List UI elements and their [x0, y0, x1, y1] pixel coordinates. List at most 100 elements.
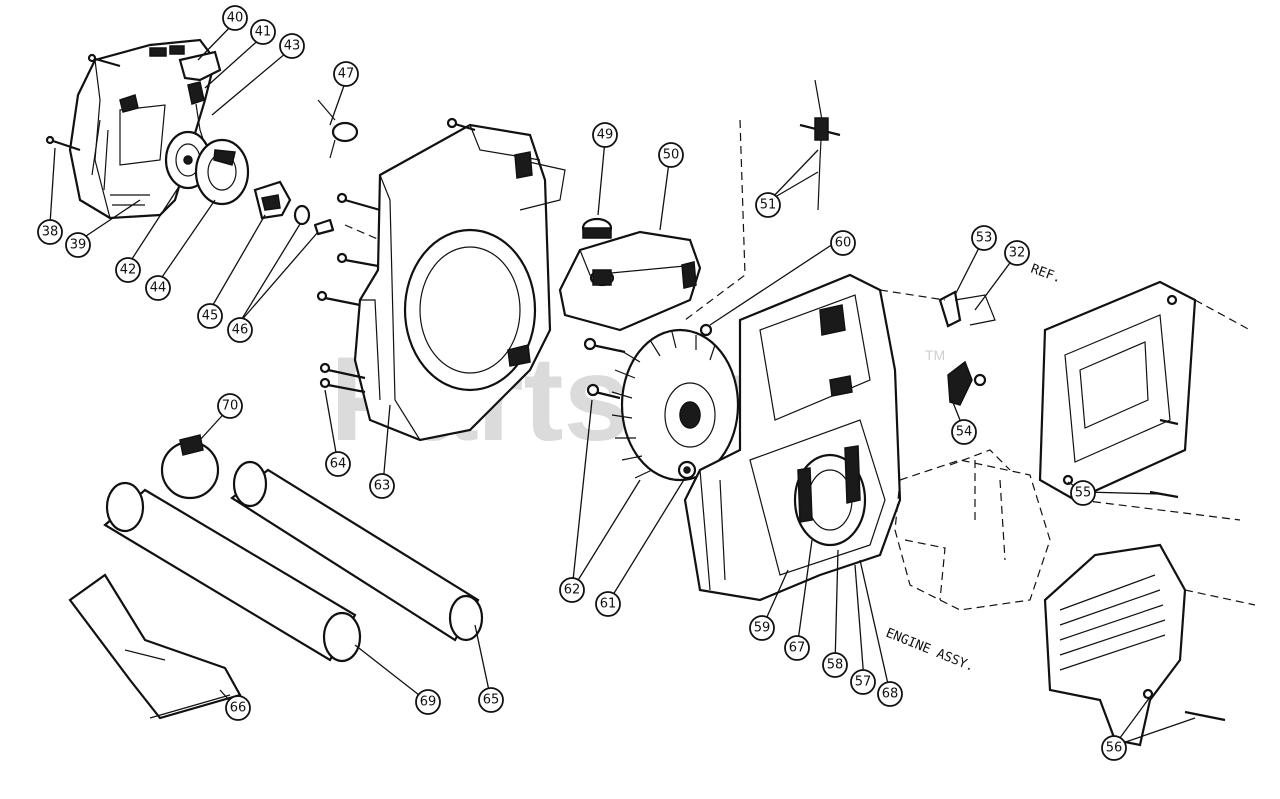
callout-64: 64: [325, 451, 351, 477]
callout-58: 58: [822, 652, 848, 678]
callout-label: 40: [227, 11, 244, 26]
callout-label: 32: [1009, 246, 1026, 261]
callout-label: 47: [338, 67, 355, 82]
callout-circle: [658, 142, 684, 168]
callout-label: 45: [202, 309, 219, 324]
callouts: 40 41 43 47 38 39 42 44 45 46 49 50 51 60 53 32 54 55 70 64…: [37, 5, 1127, 761]
callout-label: 61: [600, 597, 617, 612]
starter-handle: [178, 50, 222, 146]
callout-45: 45: [197, 303, 223, 329]
callout-circle: [115, 257, 141, 283]
callout-circle: [971, 225, 997, 251]
blower-tube-69: [103, 481, 362, 663]
callout-label: 44: [150, 281, 167, 296]
callout-circle: [415, 689, 441, 715]
engine-assembly: [894, 449, 1051, 611]
callout-circle: [250, 19, 276, 45]
fuel-line-51: [684, 79, 841, 321]
throttle-parts: [879, 289, 996, 406]
callout-68: 68: [877, 681, 903, 707]
callout-circle: [333, 61, 359, 87]
air-vane: [317, 99, 359, 159]
callout-label: 55: [1075, 486, 1092, 501]
callout-46: 46: [227, 317, 253, 343]
callout-circle: [222, 5, 248, 31]
callout-circle: [1004, 240, 1030, 266]
callout-label: 41: [255, 25, 272, 40]
callout-circle: [830, 230, 856, 256]
callout-circle: [559, 577, 585, 603]
callout-40: 40: [222, 5, 248, 31]
callout-47: 47: [333, 61, 359, 87]
callout-label: 70: [222, 399, 239, 414]
callout-label: 53: [976, 231, 993, 246]
callout-label: 68: [882, 687, 899, 702]
callout-60: 60: [830, 230, 856, 256]
callout-label: 42: [120, 263, 137, 278]
callout-label: 63: [374, 479, 391, 494]
screw-38: [45, 135, 81, 152]
housing-screws: [316, 117, 476, 394]
callout-circle: [1070, 480, 1096, 506]
impeller: [611, 328, 740, 482]
callout-69: 69: [415, 689, 441, 715]
muffler-guard: [1043, 543, 1256, 747]
callout-circle: [592, 122, 618, 148]
callout-32: 32: [1004, 240, 1030, 266]
blower-frame: [683, 273, 902, 602]
callout-61: 61: [595, 591, 621, 617]
callout-label: 60: [835, 236, 852, 251]
callout-49: 49: [592, 122, 618, 148]
callout-circle: [197, 303, 223, 329]
callout-circle: [145, 275, 171, 301]
callout-label: 59: [754, 621, 771, 636]
blower-tube-65: [230, 460, 484, 642]
callout-label: 64: [330, 457, 347, 472]
callout-53: 53: [971, 225, 997, 251]
callout-label: 62: [564, 583, 581, 598]
callout-label: 50: [663, 148, 680, 163]
callout-41: 41: [250, 19, 276, 45]
callout-label: 65: [483, 693, 500, 708]
callout-label: 69: [420, 695, 437, 710]
callout-label: 67: [789, 641, 806, 656]
callout-label: 49: [597, 128, 614, 143]
callout-42: 42: [115, 257, 141, 283]
callout-62: 62: [559, 577, 585, 603]
callout-circle: [755, 192, 781, 218]
callout-59: 59: [749, 615, 775, 641]
callout-38: 38: [37, 219, 63, 245]
callout-70: 70: [217, 393, 243, 419]
callout-label: 43: [284, 39, 301, 54]
impeller-hardware: [583, 337, 697, 480]
callout-56: 56: [1101, 735, 1127, 761]
callout-54: 54: [951, 419, 977, 445]
callout-label: 58: [827, 658, 844, 673]
callout-39: 39: [65, 232, 91, 258]
callout-57: 57: [850, 669, 876, 695]
callout-55: 55: [1070, 480, 1096, 506]
callout-label: 46: [232, 323, 249, 338]
callout-label: 39: [70, 238, 87, 253]
callout-label: 38: [42, 225, 59, 240]
callout-circle: [325, 451, 351, 477]
callout-circle: [217, 393, 243, 419]
callout-circle: [225, 695, 251, 721]
callout-circle: [369, 473, 395, 499]
callout-65: 65: [478, 687, 504, 713]
callout-63: 63: [369, 473, 395, 499]
callout-44: 44: [145, 275, 171, 301]
callout-circle: [37, 219, 63, 245]
starter-spring-disc: [194, 138, 250, 206]
leader-lines: [49, 21, 1196, 747]
callout-51: 51: [755, 192, 781, 218]
callout-50: 50: [658, 142, 684, 168]
callout-label: 51: [760, 198, 777, 213]
callout-circle: [279, 33, 305, 59]
callout-label: 56: [1106, 741, 1123, 756]
callout-circle: [850, 669, 876, 695]
engine-assy-note: ENGINE ASSY.: [884, 626, 977, 675]
callout-66: 66: [225, 695, 251, 721]
washer-set: [293, 204, 335, 236]
